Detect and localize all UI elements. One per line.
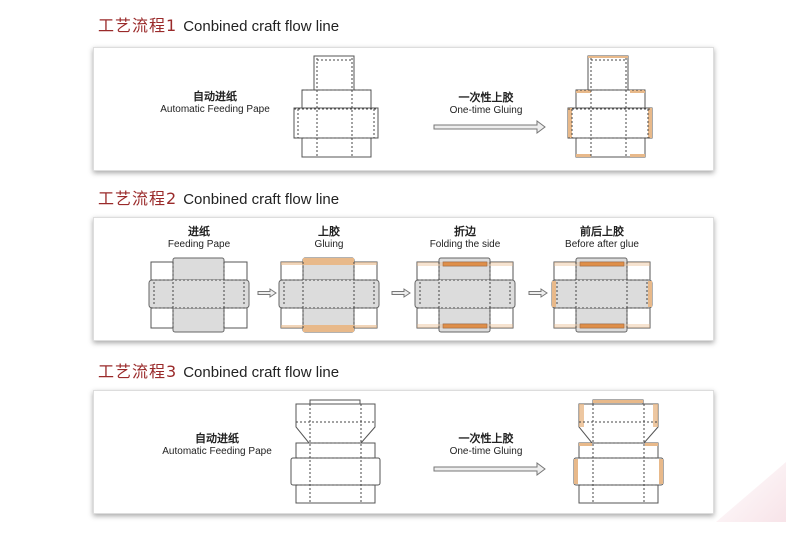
center-fill [173,280,224,308]
center-fill [576,280,627,308]
arrow-right-icon [433,462,546,476]
glue-strip [588,56,628,58]
glue-strip [579,404,584,427]
glue-strip [645,443,658,446]
glue-strip [576,90,591,93]
glue-strip [554,262,650,266]
center-fill [439,280,490,308]
top-flap [587,55,629,91]
tapered-flap [295,403,376,444]
glue-strip [281,325,377,328]
glue-strip [659,459,663,484]
arrow-right-icon [391,288,411,298]
center-fill [303,280,354,308]
arrow-right-icon [528,288,548,298]
glue-strip [303,258,354,265]
arrow-right-icon [257,288,277,298]
side-flaps [573,457,664,486]
folded-glue-strip [579,261,625,267]
glue-strip [653,404,658,427]
glue-strip [554,324,650,328]
arrow-right-icon [433,120,546,134]
glue-strip [648,281,652,307]
glue-strip [281,262,377,265]
side-flaps [290,457,381,486]
glue-strip [593,400,643,403]
glue-strip [576,154,591,157]
glue-strip [630,90,645,93]
glue-strip [568,108,572,138]
glue-strip [630,154,645,157]
top-tab [309,399,361,405]
glue-strip [303,325,354,332]
tapered-flap [578,403,659,444]
glue-strip [574,459,578,484]
glue-strip [579,443,592,446]
top-flap [313,55,355,91]
folded-glue-strip [579,323,625,329]
glue-strip [417,262,513,266]
side-flaps [567,107,653,139]
side-flaps [293,107,379,139]
glue-strip [648,108,652,138]
folded-glue-strip [442,261,488,267]
glue-strip [552,281,556,307]
folded-glue-strip [442,323,488,329]
glue-strip [417,324,513,328]
